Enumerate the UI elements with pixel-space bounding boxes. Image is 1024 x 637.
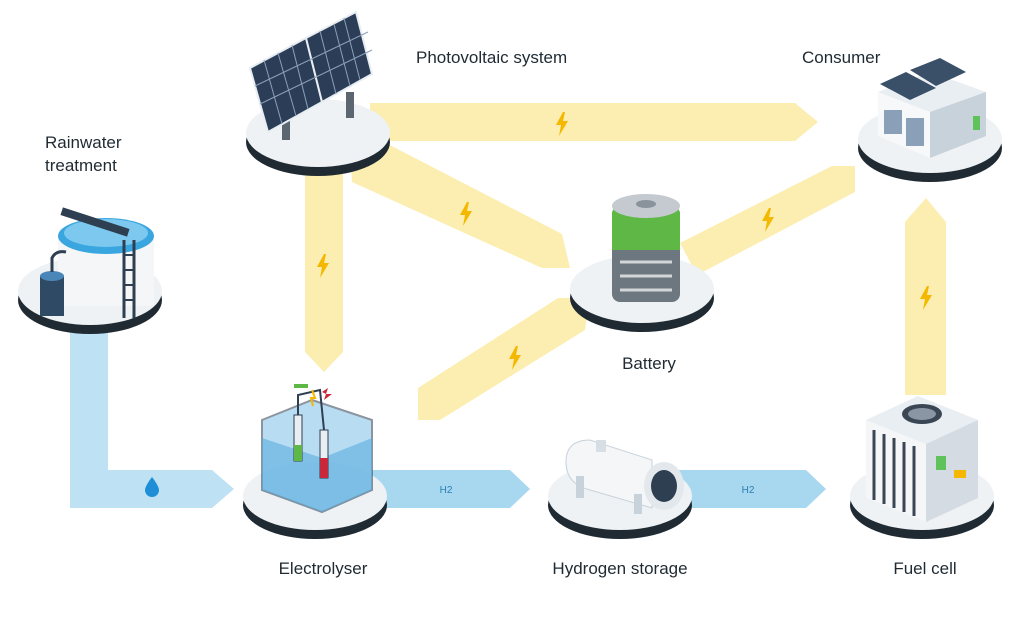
fuel-cell-icon bbox=[866, 396, 978, 522]
h2-label-electrolyser-to-storage: H2 bbox=[440, 485, 453, 496]
node-label-hydrogen-storage: Hydrogen storage bbox=[552, 559, 688, 578]
node-label-photovoltaic: Photovoltaic system bbox=[416, 48, 568, 67]
node-label-consumer: Consumer bbox=[802, 48, 881, 67]
node-label-electrolyser: Electrolyser bbox=[278, 559, 368, 578]
arrow-pv-to-consumer bbox=[370, 103, 818, 141]
battery-icon bbox=[612, 194, 680, 302]
electrolyser-icon bbox=[261, 384, 373, 514]
node-label-fuel-cell: Fuel cell bbox=[893, 559, 957, 578]
water-tank-icon bbox=[40, 207, 154, 318]
node-label-rainwater: Rainwater treatment bbox=[45, 131, 122, 177]
flow-arrows bbox=[70, 103, 946, 508]
arrow-battery-to-electrolyser bbox=[418, 298, 590, 420]
arrow-pv-to-battery bbox=[350, 140, 570, 268]
h2-label-storage-to-fuelcell: H2 bbox=[742, 485, 755, 496]
solar-panel-icon bbox=[248, 10, 374, 140]
arrow-h2-storage-to-fuelcell bbox=[676, 470, 826, 508]
building-icon bbox=[878, 58, 986, 158]
rainwater-label-line1: Rainwater bbox=[45, 133, 122, 152]
arrow-h2-electrolyser-to-storage bbox=[372, 470, 530, 508]
arrow-water-to-electrolyser bbox=[70, 318, 234, 508]
rainwater-label-line2: treatment bbox=[45, 156, 117, 175]
gas-tank-icon bbox=[565, 439, 684, 514]
node-label-battery: Battery bbox=[622, 354, 676, 373]
